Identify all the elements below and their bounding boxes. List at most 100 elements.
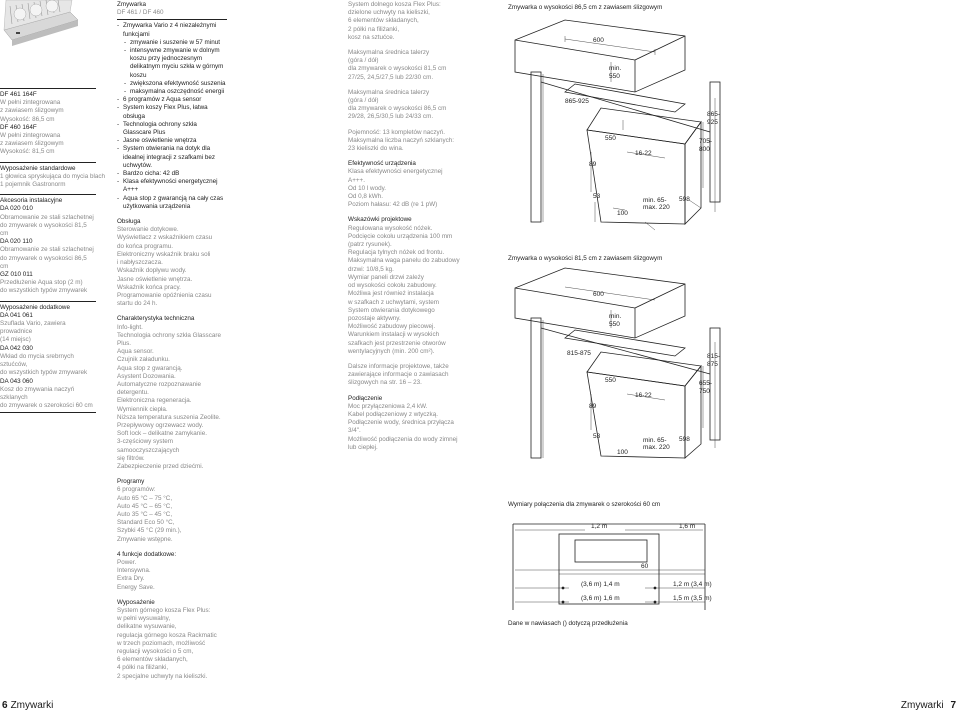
spec-block: Maksymalna średnica talerzy(góra / dół)d… (348, 49, 460, 82)
feature-item: System otwierania na dotyk dla (117, 145, 227, 153)
spec-line: drzwi: 10/8,5 kg. (348, 265, 394, 273)
diagram-86-5-installation: 600 min. 550 865-925 550 16-22 89 53 100… (514, 19, 721, 231)
spec-line: dla zmywarek o wysokości 81,5 cm (348, 65, 447, 73)
section-title: 4 funkcje dodatkowe: (117, 550, 177, 558)
dim-height: 815-875 (567, 350, 591, 357)
dim-100: 100 (617, 210, 628, 217)
standard-equipment-title: Wyposażenie standardowe (0, 164, 76, 172)
section-line: Power. (117, 559, 137, 566)
lower-basket-info: System dolnego kosza Flex Plus:dzielone … (348, 1, 460, 42)
dim-750: 750 (699, 388, 710, 395)
feature-item: funkcjami (123, 30, 150, 38)
accessory-code: DA 041 061 (0, 311, 33, 319)
spec-block-title: Podłączenie (348, 394, 383, 402)
section-line: w trzech poziomach, możliwość (117, 639, 206, 647)
accessory-code: GZ 010 011 (0, 271, 33, 279)
section-line: System górnego kosza Flex Plus: (117, 607, 211, 615)
dim-r925: 925 (707, 119, 718, 126)
spec-line: Możliwość podłączenia do wody zimnej (348, 435, 458, 443)
section-line: Sterowanie dotykowe. (117, 226, 179, 234)
spec-line: (góra / dół) (348, 57, 379, 65)
dim-height: 865-925 (565, 98, 589, 105)
section-line: Wskaźnik dopływu wody. (117, 267, 187, 275)
spec-line: dla zmywarek o wysokości 86,5 cm (348, 105, 447, 113)
section-line: Standard Eco 50 °C, (117, 519, 175, 527)
dim-16-22: 16-22 (635, 150, 652, 157)
section-line: Extra Dry. (117, 575, 145, 583)
section-line: Zabezpieczenie przed dziećmi. (117, 462, 204, 470)
spec-line: (góra / dół) (348, 97, 379, 105)
dim-r815: 815- (707, 353, 720, 360)
feature-item: System koszy Flex Plus, łatwa (117, 104, 227, 112)
spec-line: Pojemność: 13 kompletów naczyń. (348, 128, 445, 136)
spec-line: szafkach jest przestrzenie otworów (348, 339, 446, 347)
section-line: startu do 24 h. (117, 300, 158, 308)
dim-width: 600 (593, 291, 604, 298)
divider (0, 161, 96, 163)
feature-item: maksymalna oszczędność energii (117, 88, 227, 96)
dim-89: 89 (589, 403, 597, 410)
section-line: Asystent Dozowania. (117, 372, 176, 380)
section-line: Wskaźnik końca pracy. (117, 283, 181, 291)
accessory-description: do wszystkich typów zmywarek (0, 369, 88, 377)
model-line: W pełni zintegrowana (0, 99, 61, 107)
dim-1-5m-3-5m: 1,5 m (3,5 m) (673, 595, 712, 602)
dim-r875: 875 (707, 361, 718, 368)
intro-line: 2 półki na filiżanki, (348, 25, 400, 33)
section-line: Wyświetlacz z wskaźnikiem czasu (117, 234, 213, 242)
section-line: delikatne wysuwanie, (117, 623, 177, 631)
feature-item: idealnej integracji z szafkami bez (123, 153, 216, 161)
feature-item: Klasa efektywności energetycznej (117, 178, 227, 186)
spec-line: lub ciepłej. (348, 443, 378, 451)
dim-width: 600 (593, 37, 604, 44)
section-line: Elektroniczny wskaźnik braku soli (117, 250, 211, 258)
spec-line: 3/4". (348, 427, 361, 435)
feature-item: koszu przy jednoczesnym (130, 55, 203, 63)
spec-line: w szafkach z uchwytami, system (348, 298, 439, 306)
accessory-description: Obramowanie ze stali szlachetnej (0, 213, 94, 221)
dim-598: 598 (679, 196, 690, 203)
section-line: Wymiennik ciepła. (117, 405, 168, 413)
section-line: Aqua stop z gwarancją. (117, 364, 183, 372)
section-title: Programy (117, 478, 145, 486)
model-line: z zawiasem ślizgowym (0, 140, 64, 148)
spec-line: System otwierania dotykowego (348, 306, 435, 314)
divider (117, 19, 227, 21)
spec-line: Od 10 l wody. (348, 184, 387, 192)
accessory-description: do wszystkich typów zmywarek (0, 287, 88, 295)
feature-item: zmywanie i suszenie w 57 minut (117, 39, 227, 47)
dim-1-2m: 1,2 m (591, 523, 607, 530)
section-line: Energy Save. (117, 583, 155, 591)
diagram-1-title: Zmywarka o wysokości 86,5 cm z zawiasem … (508, 4, 663, 11)
feature-item: 6 programów z Aqua sensor (117, 96, 227, 104)
section-name-left: Zmywarki (10, 700, 54, 711)
section-line: Intensywna. (117, 567, 151, 575)
section-line: Czujnik załadunku. (117, 356, 170, 364)
spec-line: Warunkiem instalacji w wysokich (348, 331, 440, 339)
feature-list: Zmywarka Vario z 4 niezależnymifunkcjami… (117, 22, 227, 211)
dishwasher-photo-image (0, 0, 80, 64)
divider (0, 412, 96, 414)
accessory-code: DA 020 110 (0, 238, 33, 246)
accessory-description: do zmywarek o wysokości 86,5 cm (0, 254, 87, 270)
accessory-description: Kosz do zmywania naczyń szklanych (0, 385, 75, 401)
product-subheader: DF 461 / DF 460 (117, 9, 164, 17)
spec-line: Kabel podłączeniowy z wtyczką. (348, 410, 438, 418)
diagram-2-title: Zmywarka o wysokości 81,5 cm z zawiasem … (508, 255, 663, 262)
spec-line: (patrz rysunek). (348, 241, 392, 249)
section-line: Auto 45 °C – 65 °C, (117, 502, 173, 510)
accessory-code: DA 020 010 (0, 205, 33, 213)
feature-item: A+++ (123, 186, 139, 194)
spec-line: Moc przyłączeniowa 2,4 kW. (348, 402, 428, 410)
feature-item: koszu (130, 71, 147, 79)
accessory-description: Szuflada Vario, zawiera prowadnice (0, 320, 66, 336)
footer-right: Zmywarki 7 (901, 700, 956, 712)
feature-item: intensywne zmywanie w dolnym (117, 47, 227, 55)
section-line: Szybki 45 °C (29 min.), (117, 527, 182, 535)
spec-block: Maksymalna średnica talerzy(góra / dół)d… (348, 89, 460, 122)
spec-block-title: Wskazówki projektowe (348, 216, 412, 224)
